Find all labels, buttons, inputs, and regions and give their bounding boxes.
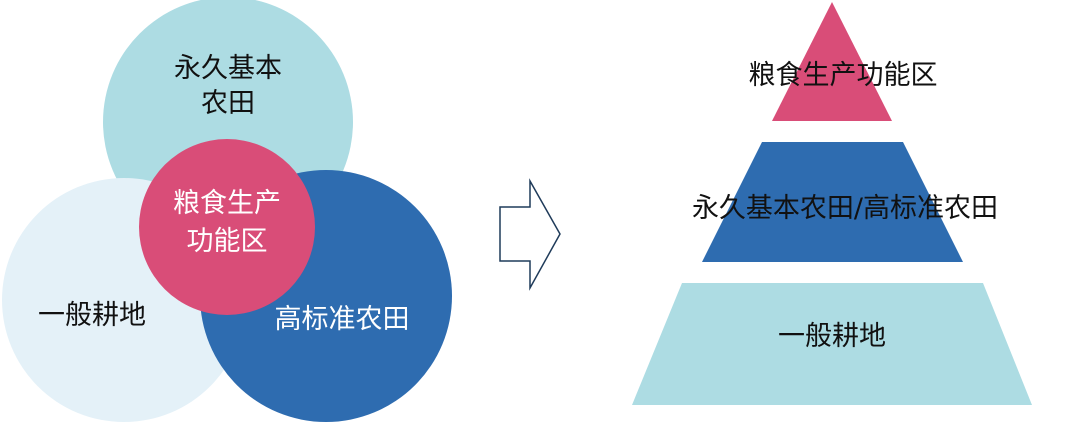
venn-diagram: 永久基本 农田 一般耕地 高标准农田 粮食生产 功能区 (2, 0, 452, 422)
pyramid-middle (702, 142, 963, 262)
general-farmland-label: 一般耕地 (38, 300, 146, 331)
pyramid-bottom-label: 一般耕地 (778, 321, 886, 352)
grain-production-label-1: 粮食生产 (173, 188, 281, 219)
permanent-farmland-label-2: 农田 (201, 88, 255, 119)
grain-production-label-2: 功能区 (187, 226, 268, 257)
grain-production-circle (139, 139, 315, 315)
high-standard-farmland-label: 高标准农田 (275, 304, 410, 335)
right-arrow-icon (499, 178, 561, 291)
pyramid-top-label: 粮食生产功能区 (749, 60, 938, 91)
pyramid-top (772, 2, 892, 121)
pyramid-bottom (632, 283, 1032, 405)
pyramid-middle-label: 永久基本农田/高标准农田 (692, 193, 998, 224)
permanent-farmland-label-1: 永久基本 (174, 53, 282, 84)
pyramid-diagram: 粮食生产功能区 永久基本农田/高标准农田 一般耕地 (632, 2, 1032, 405)
